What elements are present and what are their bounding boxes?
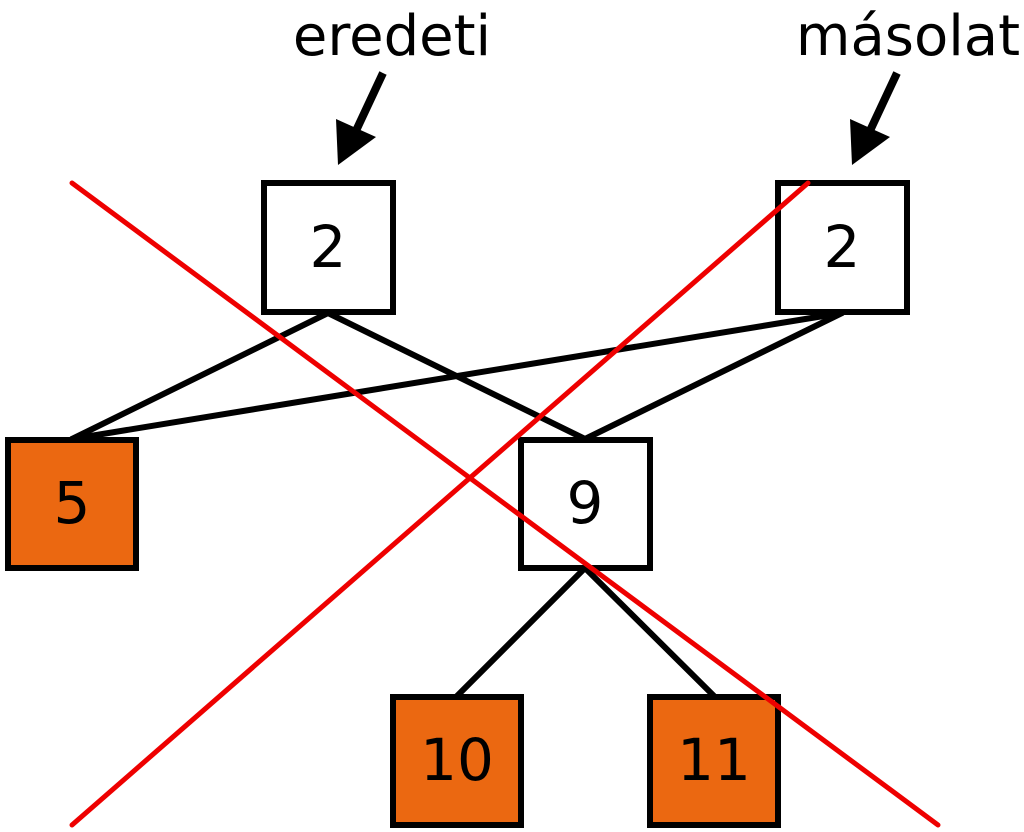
edge-original-to-5	[69, 310, 331, 442]
node-copy-root: 2	[775, 180, 910, 315]
copy-label: másolat	[796, 4, 1020, 69]
edge-9-to-11	[582, 565, 717, 699]
node-bottom-left: 10	[390, 694, 524, 828]
node-left-leaf: 5	[5, 437, 139, 571]
edge-copy-to-9	[582, 310, 845, 442]
original-arrow	[336, 71, 387, 165]
node-bottom-right: 11	[647, 694, 781, 828]
edge-copy-to-5	[69, 310, 845, 442]
node-value: 9	[567, 469, 604, 537]
original-label: eredeti	[293, 4, 491, 69]
edge-9-to-10	[454, 565, 588, 699]
tree-edges	[69, 310, 845, 699]
node-middle: 9	[518, 437, 653, 571]
node-value: 5	[54, 469, 91, 537]
node-value: 11	[677, 726, 751, 794]
node-value: 10	[420, 726, 494, 794]
node-value: 2	[824, 213, 861, 281]
cross-out-mark	[69, 180, 941, 828]
copy-arrow	[850, 71, 901, 165]
node-original-root: 2	[261, 180, 396, 315]
cross-line-ascending	[69, 180, 811, 828]
cross-line-descending	[69, 180, 941, 828]
node-value: 2	[310, 213, 347, 281]
